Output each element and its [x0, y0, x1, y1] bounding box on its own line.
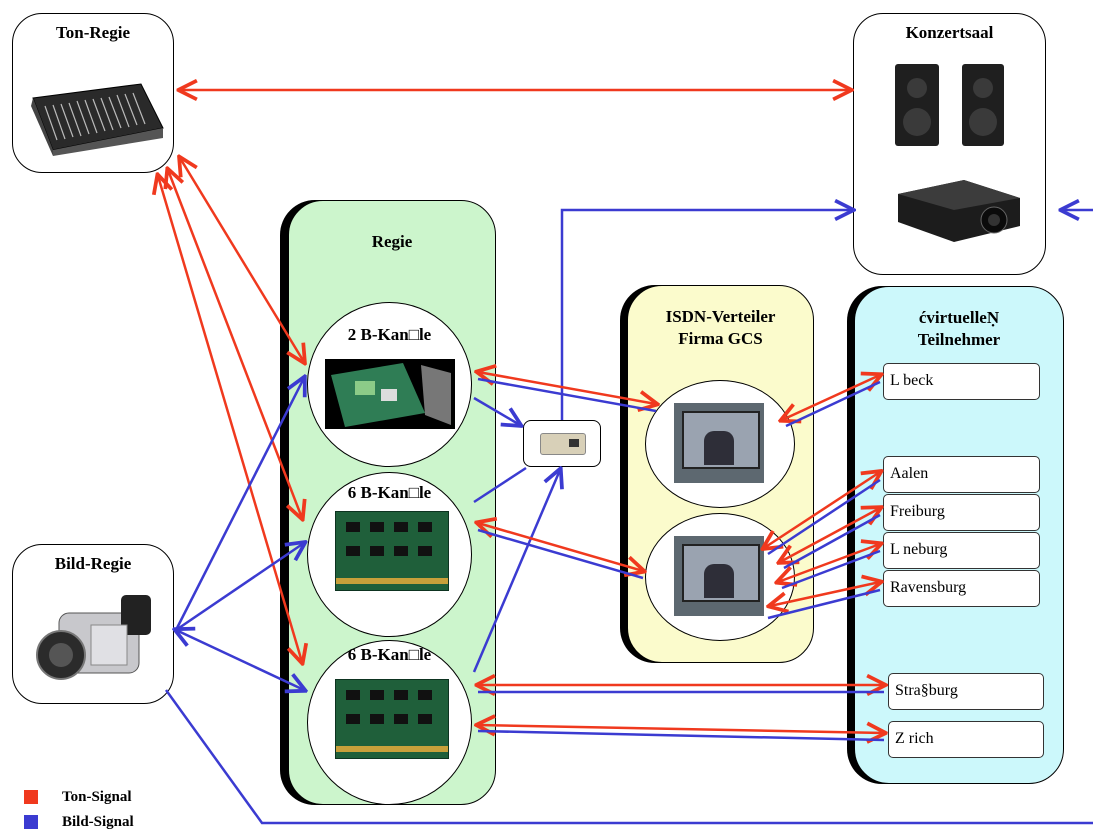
card-label: 2 B-Kan□le: [347, 325, 432, 344]
ton-line: [168, 170, 302, 518]
ton-regie-box: Ton-Regie: [12, 13, 174, 173]
participant-box: Aalen: [883, 456, 1040, 493]
legend-swatch-bild: [24, 815, 38, 829]
isdn-card-icon: [325, 359, 455, 429]
speaker-icon: [962, 64, 1004, 146]
bild-line: [477, 729, 885, 742]
ton-line: [158, 176, 302, 662]
isdn-card-2b-circle: 2 B-Kan□le: [307, 302, 472, 467]
video-switch-icon: [540, 433, 586, 455]
projector-icon: [894, 174, 1024, 244]
isdn-card-6b-circle: 6 B-Kan□le: [307, 640, 472, 805]
speaker-icon: [895, 64, 939, 146]
participant-box: L beck: [883, 363, 1040, 400]
ton-line: [180, 158, 304, 362]
bild-line: [175, 543, 304, 632]
virtual-title-line2: Teilnehmer: [917, 330, 1001, 349]
participant-box: Ravensburg: [883, 570, 1040, 607]
ton-line: [478, 523, 643, 571]
ton-regie-title: Ton-Regie: [56, 23, 130, 42]
bild-regie-box: Bild-Regie: [12, 544, 174, 704]
bild-line: [477, 528, 644, 580]
bild-line: [174, 378, 304, 631]
card-label: 6 B-Kan□le: [347, 483, 432, 502]
camcorder-icon: [31, 585, 161, 695]
participant-box: Freiburg: [883, 494, 1040, 531]
konzertsaal-box: Konzertsaal: [853, 13, 1046, 275]
bild-line: [176, 630, 304, 690]
legend-label-bild: Bild-Signal: [62, 814, 134, 830]
videoconference-unit-icon: [674, 536, 764, 616]
regie-title: Regie: [371, 232, 413, 251]
videoconference-unit-icon: [674, 403, 764, 483]
legend-label-ton: Ton-Signal: [62, 789, 132, 805]
ton-line: [478, 725, 884, 733]
isdn-title-line1: ISDN-Verteiler: [665, 307, 776, 326]
participant-box: Stra§burg: [888, 673, 1044, 710]
participant-box: Z rich: [888, 721, 1044, 758]
isdn-card-6b-circle: 6 B-Kan□le: [307, 472, 472, 637]
mixing-console-icon: [23, 76, 167, 156]
isdn-card-icon: [335, 679, 449, 759]
legend-swatch-ton: [24, 790, 38, 804]
konzertsaal-title: Konzertsaal: [905, 23, 994, 42]
card-label: 6 B-Kan□le: [347, 645, 432, 664]
isdn-card-icon: [335, 511, 449, 591]
videoconference-circle: [645, 380, 795, 508]
participant-box: L neburg: [883, 532, 1040, 569]
virtual-title-line1: ćvirtuelleṆ: [918, 308, 1000, 327]
isdn-title-line2: Firma GCS: [678, 329, 763, 348]
bild-regie-title: Bild-Regie: [54, 554, 132, 573]
video-switch-box: [523, 420, 601, 467]
videoconference-circle: [645, 513, 795, 641]
